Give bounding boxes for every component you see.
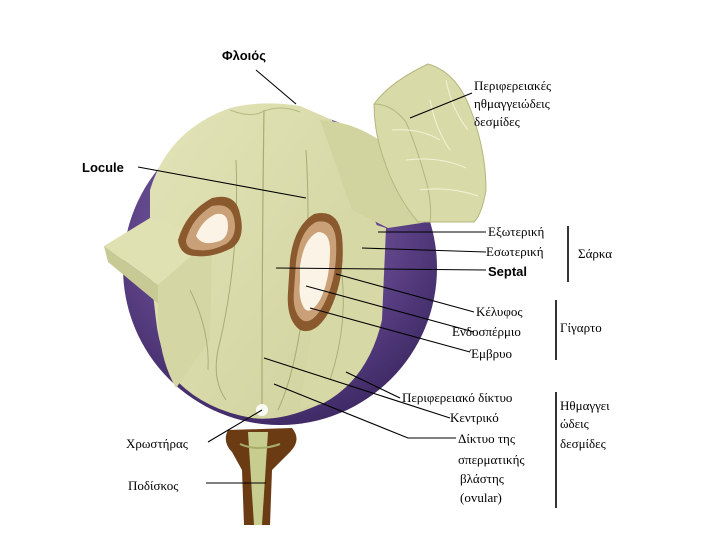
label-peripheral-2: ηθμαγγειώδεις (474, 96, 551, 111)
label-exoteriki: Εξωτερική (488, 224, 545, 239)
label-septal: Septal (488, 264, 527, 279)
label-central: Κεντρικό (450, 410, 499, 425)
label-esoteriki: Εσωτερική (486, 244, 544, 259)
label-ovular-4: (ovular) (460, 490, 502, 505)
label-locule: Locule (82, 160, 124, 175)
peripheral-bundle-flap (373, 63, 487, 223)
pointer-lines (137, 69, 487, 484)
label-peripheral-3: δεσμίδες (474, 114, 521, 129)
label-peripheral-net: Περιφερειακό δίκτυο (402, 390, 512, 405)
label-vascular-3: δεσμίδες (560, 436, 607, 451)
label-pedicel: Ποδίσκος (128, 478, 179, 493)
label-vascular-2: ώδεις (560, 416, 590, 431)
label-peripheral-1: Περιφερειακές (474, 78, 552, 93)
label-sarka: Σάρκα (578, 246, 612, 261)
label-floios: Φλοιός (222, 48, 266, 63)
label-gigarto: Γίγαρτο (560, 320, 602, 335)
label-endosperm: Ενδοσπέρμιο (452, 324, 521, 339)
label-kelyfos: Κέλυφος (476, 304, 523, 319)
label-ovular-1: Δίκτυο της (458, 431, 516, 446)
seed-left (178, 196, 242, 257)
label-vascular-1: Ηθμαγγει (560, 398, 610, 413)
seed-right (287, 212, 343, 332)
label-brush: Χρωστήρας (126, 436, 189, 451)
label-embryo: Έμβρυο (469, 346, 512, 361)
pedicel (225, 428, 297, 525)
label-ovular-3: βλάστης (460, 471, 505, 486)
label-ovular-2: σπερματικής (458, 452, 525, 467)
